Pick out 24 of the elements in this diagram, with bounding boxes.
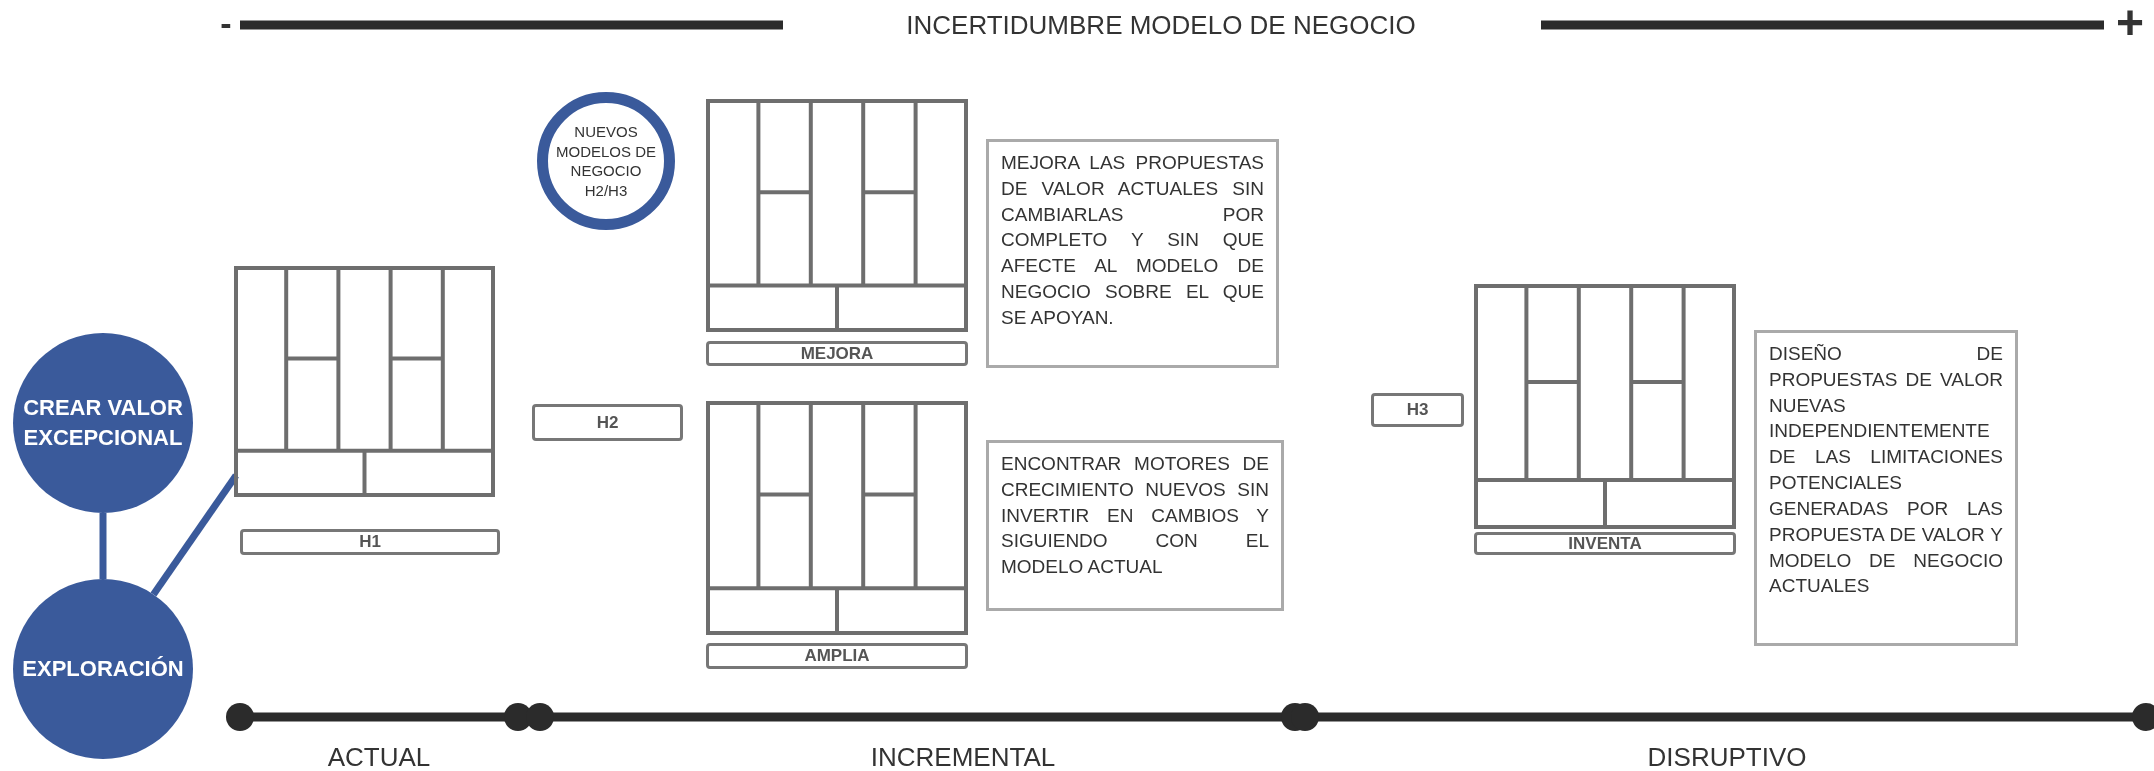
business-model-canvas-drawing [706,401,968,635]
connector-line [150,473,239,597]
description-box: ENCONTRAR MOTORES DE CRECIMIENTO NUEVOS SIN INVERTIR EN CAMBIOS Y SIGUIENDO CON EL MODELO ACTUAL [986,440,1284,611]
name-label: H2 [532,404,683,441]
name-label: MEJORA [706,341,968,366]
connector-line [99,513,107,579]
topic-circle: NUEVOS MODELOS DE NEGOCIO H2/H3 [537,92,675,230]
stage-label: ACTUAL [327,741,431,771]
stage-label: INCREMENTAL [870,741,1056,771]
name-label: AMPLIA [706,643,968,669]
business-model-canvas-drawing [234,266,495,497]
description-box: MEJORA LAS PROPUESTAS DE VALOR ACTUALES SIN CAMBIARLAS POR COMPLETO Y SIN QUE AFECTE AL MODELO DE NEGOCIO SOBRE EL QUE SE APOYAN. [986,139,1279,368]
name-label: H3 [1371,393,1464,427]
description-box: DISEÑO DE PROPUESTAS DE VALOR NUEVAS INDEPENDIENTEMENTE DE LAS LIMITACIONES POTENCIALES GENERADAS POR LAS PROPUESTA DE VALOR Y MODELO DE NEGOCIO ACTUALES [1754,330,2018,646]
axis-title: INCERTIDUMBRE MODELO DE NEGOCIO [906,9,1416,41]
topic-circle: CREAR VALOR EXCEPCIONAL [13,333,193,513]
stage-label: DISRUPTIVO [1647,741,1807,771]
business-model-canvas-drawing [706,99,968,332]
minus-sign: - [220,6,232,40]
name-label: H1 [240,529,500,555]
topic-circle: EXPLORACIÓN [13,579,193,759]
name-label: INVENTA [1474,532,1736,555]
plus-sign: + [2116,0,2144,47]
business-model-canvas-drawing [1474,284,1736,529]
